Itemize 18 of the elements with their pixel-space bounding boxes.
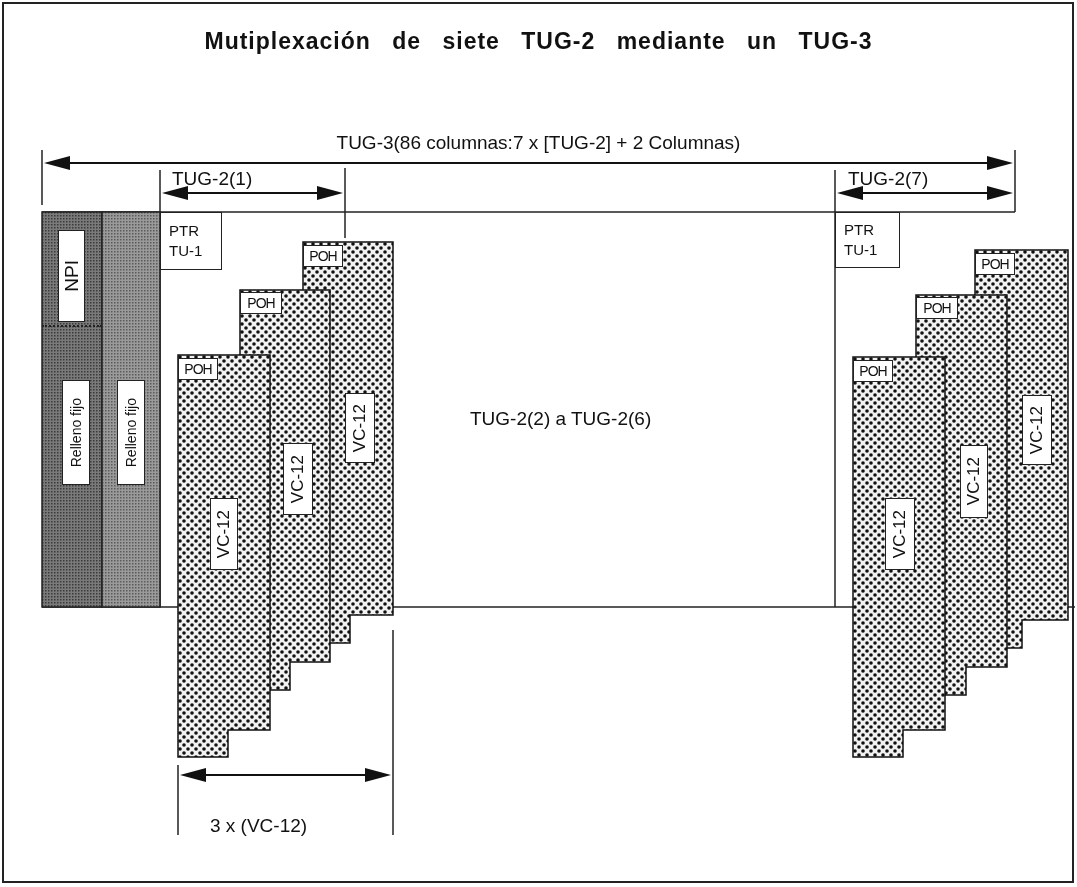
overhead-box: POH xyxy=(178,358,218,380)
overhead-box: POH xyxy=(916,297,958,319)
overhead-box: POH xyxy=(240,292,282,314)
dimension-label: TUG-2(7) xyxy=(848,168,929,190)
container-block xyxy=(853,357,945,757)
diagram-title: Mutiplexación de siete TUG-2 mediante un TUG-3 xyxy=(203,28,874,55)
filler-column xyxy=(42,212,102,607)
filler-column xyxy=(102,212,160,607)
region-label: TUG-2(2) a TUG-2(6) xyxy=(470,408,652,430)
overhead-box: POH xyxy=(975,253,1015,275)
dimension-label: TUG-3(86 columnas:7 x [TUG-2] + 2 Columnas) xyxy=(335,132,742,154)
pointer-box: PTR TU-1 xyxy=(160,212,222,270)
container-block xyxy=(178,355,270,757)
overhead-box: POH xyxy=(853,360,893,382)
dimension-label: 3 x (VC-12) xyxy=(210,815,308,837)
overhead-box: POH xyxy=(303,245,343,267)
dimension-label: TUG-2(1) xyxy=(172,168,253,190)
pointer-box: PTR TU-1 xyxy=(835,212,900,268)
